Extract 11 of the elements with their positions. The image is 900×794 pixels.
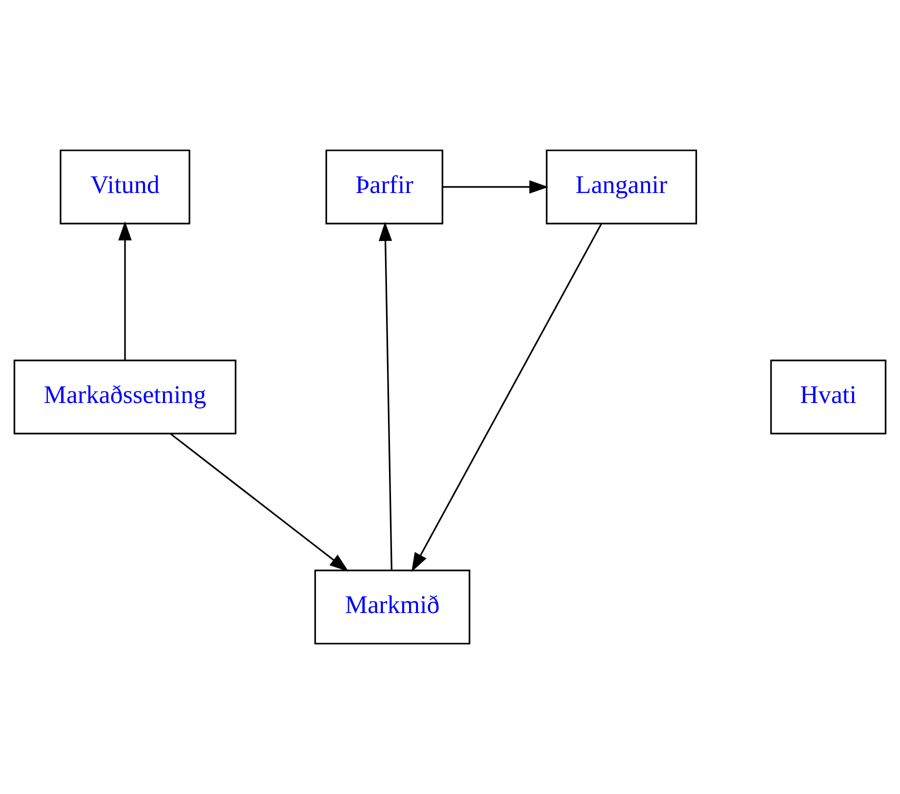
node-box: Vitund (60, 150, 190, 224)
arrow (170, 433, 349, 572)
node-box: Hvati (770, 360, 886, 434)
node-box: Markaðssetning (14, 360, 236, 434)
arrow (411, 224, 602, 572)
arrow (442, 180, 548, 194)
node-box: Markmið (314, 570, 470, 644)
node-box: Langanir (546, 150, 698, 224)
arrow (378, 222, 392, 570)
node-box: Þarfir (326, 150, 444, 224)
arrow (118, 221, 132, 360)
